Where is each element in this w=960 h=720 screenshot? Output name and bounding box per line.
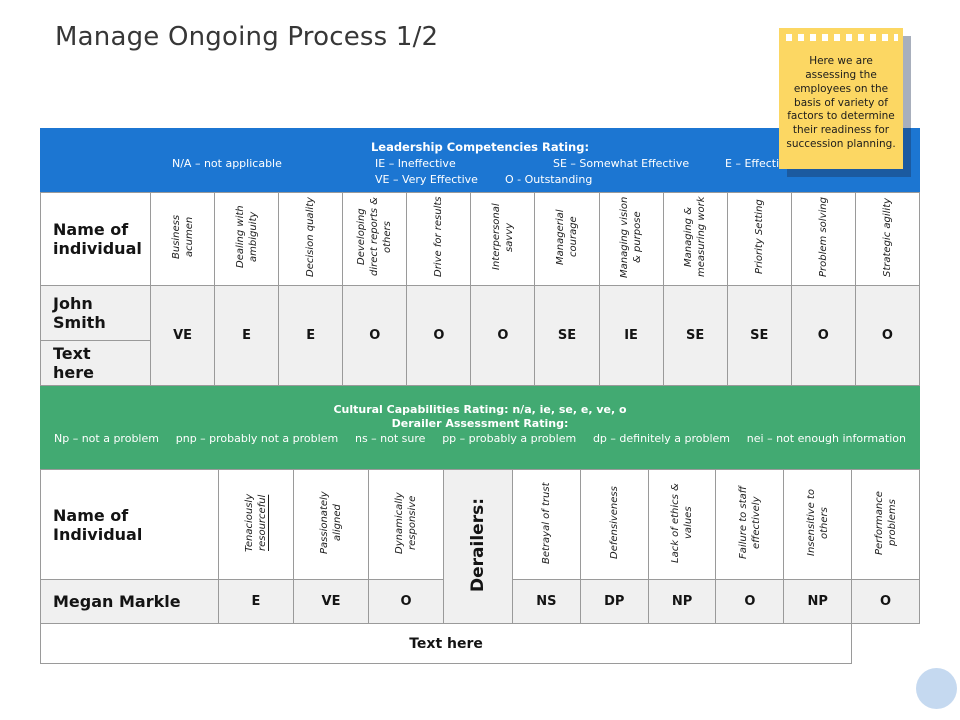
t1-rating-cell: O xyxy=(854,285,921,386)
t1-person-name: John Smith xyxy=(40,285,151,341)
t1-column-header: Managing & measuring work xyxy=(662,192,728,286)
sticky-note-text: Here we are assessing the employees on t… xyxy=(786,55,896,151)
t2-capability-value: VE xyxy=(293,579,369,624)
legend-item-se: SE – Somewhat Effective xyxy=(553,157,690,170)
legend-item-na: N/A – not applicable xyxy=(172,157,282,170)
t1-column-label: Problem solving xyxy=(817,197,829,277)
t1-column-header: Dealing with ambiguity xyxy=(214,192,280,286)
t1-rating-cell: SE xyxy=(534,285,600,386)
t1-column-label: Managerial courage xyxy=(555,209,579,265)
t2-capability-value: O xyxy=(368,579,444,624)
t1-rating-cell: SE xyxy=(726,285,792,386)
t2-derailer-value: NS xyxy=(512,579,581,624)
legend-item-o: O - Outstanding xyxy=(505,173,593,186)
t1-column-label: Business acumen xyxy=(170,214,195,260)
t2-derailer-label: Defensiveness xyxy=(608,486,620,559)
t2-capability-word: Tenaciously xyxy=(244,493,255,552)
legend-item-e: E – Effective xyxy=(725,157,793,170)
t2-footer-cell: Text here xyxy=(39,623,853,664)
t2-derailer-value: NP xyxy=(783,579,853,624)
t1-column-header: Interpersonal savvy xyxy=(470,192,536,286)
t2-derailer-label: Lack of ethics & values xyxy=(670,482,695,563)
t2-derailer-value: DP xyxy=(579,579,649,624)
t2-derailer-header: Insensitive to others xyxy=(783,469,853,580)
t2-capability-word-underlined: resourceful xyxy=(257,494,268,551)
t2-derailer-header: Lack of ethics & values xyxy=(647,469,717,580)
t1-column-header: Managing vision & purpose xyxy=(598,192,664,286)
t2-capability-header: Passionately aligned xyxy=(293,469,369,580)
t2-derailer-header: Performance problems xyxy=(851,469,920,580)
t2-derailer-label: Betrayal of trust xyxy=(540,481,552,564)
cultural-legend-item: pp – probably a problem xyxy=(442,432,577,445)
t1-name-header: Name of individual xyxy=(40,192,151,286)
t1-column-label: Managing vision & purpose xyxy=(619,196,644,278)
t2-derailer-header: Defensiveness xyxy=(579,469,649,580)
t1-column-header: Business acumen xyxy=(149,192,216,286)
t1-rating-cell: SE xyxy=(662,285,728,386)
t1-column-label: Strategic agility xyxy=(881,197,893,277)
t1-column-label: Priority Setting xyxy=(753,199,765,275)
cultural-legend-item: pnp – probably not a problem xyxy=(175,432,339,445)
t2-derailer-header: Betrayal of trust xyxy=(512,469,581,580)
t1-column-label: Dealing with ambiguity xyxy=(234,205,259,269)
cultural-legend-item: nei – not enough information xyxy=(746,432,906,445)
sticky-note: Here we are assessing the employees on t… xyxy=(779,28,903,169)
decorative-circle xyxy=(916,668,957,709)
t1-rating-cell: IE xyxy=(598,285,664,386)
t1-column-header: Problem solving xyxy=(790,192,856,286)
leadership-legend-band: Leadership Competencies Rating: N/A – no… xyxy=(40,128,920,192)
t1-placeholder-cell: Text here xyxy=(40,340,151,386)
cultural-legend-item: dp – definitely a problem xyxy=(592,432,731,445)
t1-column-label: Interpersonal savvy xyxy=(490,203,515,271)
cultural-legend-line2: Derailer Assessment Rating: xyxy=(391,417,569,430)
cultural-legend-line1: Cultural Capabilities Rating: n/a, ie, s… xyxy=(333,403,627,416)
t1-column-header: Decision quality xyxy=(278,192,344,286)
tables-area: Leadership Competencies Rating: N/A – no… xyxy=(39,128,921,664)
legend-item-ve: VE – Very Effective xyxy=(375,173,478,186)
t1-rating-cell: VE xyxy=(149,285,216,386)
t1-rating-cell: E xyxy=(214,285,280,386)
t2-derailer-header: Failure to staff effectively xyxy=(715,469,785,580)
cultural-legend-band: Cultural Capabilities Rating: n/a, ie, s… xyxy=(40,386,920,469)
t1-column-label: Drive for results xyxy=(433,196,445,278)
t2-name-header: Name of Individual xyxy=(40,469,219,580)
t1-rating-cell: O xyxy=(470,285,536,386)
t1-column-header: Drive for results xyxy=(406,192,472,286)
t1-rating-cell: O xyxy=(342,285,408,386)
cultural-legend-items: Np – not a problem pnp – probably not a … xyxy=(54,432,906,445)
leadership-legend-title: Leadership Competencies Rating: xyxy=(370,140,590,154)
t2-derailer-value: NP xyxy=(647,579,717,624)
t1-rating-cell: E xyxy=(278,285,344,386)
t1-rating-cell: O xyxy=(790,285,856,386)
t1-column-header: Managerial courage xyxy=(534,192,600,286)
t2-capability-header: Dynamically responsive xyxy=(368,469,444,580)
t1-column-label: Managing & measuring work xyxy=(683,196,708,278)
t1-column-header: Developing direct reports & others xyxy=(342,192,408,286)
t2-derailer-label: Failure to staff effectively xyxy=(737,486,762,559)
t2-capability-value: E xyxy=(218,579,294,624)
cultural-legend-item: ns – not sure xyxy=(354,432,426,445)
t2-derailer-label: Performance problems xyxy=(873,490,898,555)
t1-column-label: Developing direct reports & others xyxy=(356,197,394,277)
perforation-dots-icon xyxy=(786,34,898,41)
page-title: Manage Ongoing Process 1/2 xyxy=(55,22,439,52)
t1-column-label: Decision quality xyxy=(305,197,317,277)
t2-derailers-header: Derailers: xyxy=(443,469,513,624)
t1-rating-cell: O xyxy=(406,285,472,386)
t2-person-name: Megan Markle xyxy=(40,579,219,624)
cultural-legend-item: Np – not a problem xyxy=(54,432,159,445)
t2-capability-label: Dynamically responsive xyxy=(394,491,418,554)
t2-derailer-label: Insensitive to others xyxy=(805,489,830,556)
t2-derailer-value: O xyxy=(851,579,920,624)
legend-item-ie: IE – Ineffective xyxy=(375,157,456,170)
t1-column-header: Strategic agility xyxy=(854,192,921,286)
t1-column-header: Priority Setting xyxy=(726,192,792,286)
leadership-table: Name of individual Business acumen Deali… xyxy=(40,192,921,386)
t2-derailers-label: Derailers: xyxy=(467,497,488,592)
t2-capability-label: Passionately aligned xyxy=(319,491,343,554)
t2-derailer-value: O xyxy=(715,579,785,624)
